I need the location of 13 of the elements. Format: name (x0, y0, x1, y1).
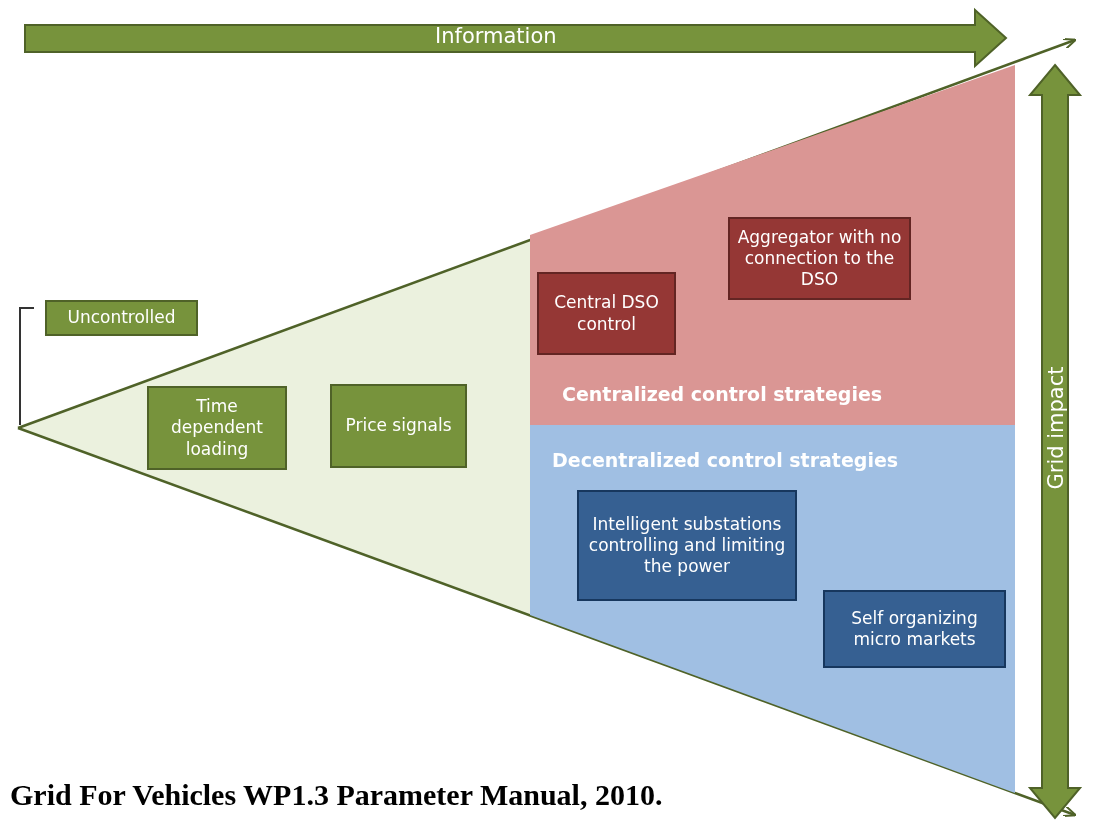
strategy-box: Price signals (330, 384, 467, 468)
strategy-box: Intelligent substations controlling and limiting the power (577, 490, 797, 601)
strategy-region (530, 65, 1015, 425)
strategy-box: Time dependent loading (147, 386, 287, 470)
region-title: Decentralized control strategies (552, 449, 899, 471)
arrow-label: Grid impact (1043, 366, 1067, 490)
strategy-box: Central DSO control (537, 272, 676, 355)
strategy-box: Aggregator with no connection to the DSO (728, 217, 911, 300)
strategy-box: Self organizing micro markets (823, 590, 1006, 668)
region-title: Centralized control strategies (562, 383, 883, 405)
caption: Grid For Vehicles WP1.3 Parameter Manual, 2010. (10, 778, 663, 812)
arrow-label: Information (435, 24, 557, 48)
strategy-box: Uncontrolled (45, 300, 198, 336)
